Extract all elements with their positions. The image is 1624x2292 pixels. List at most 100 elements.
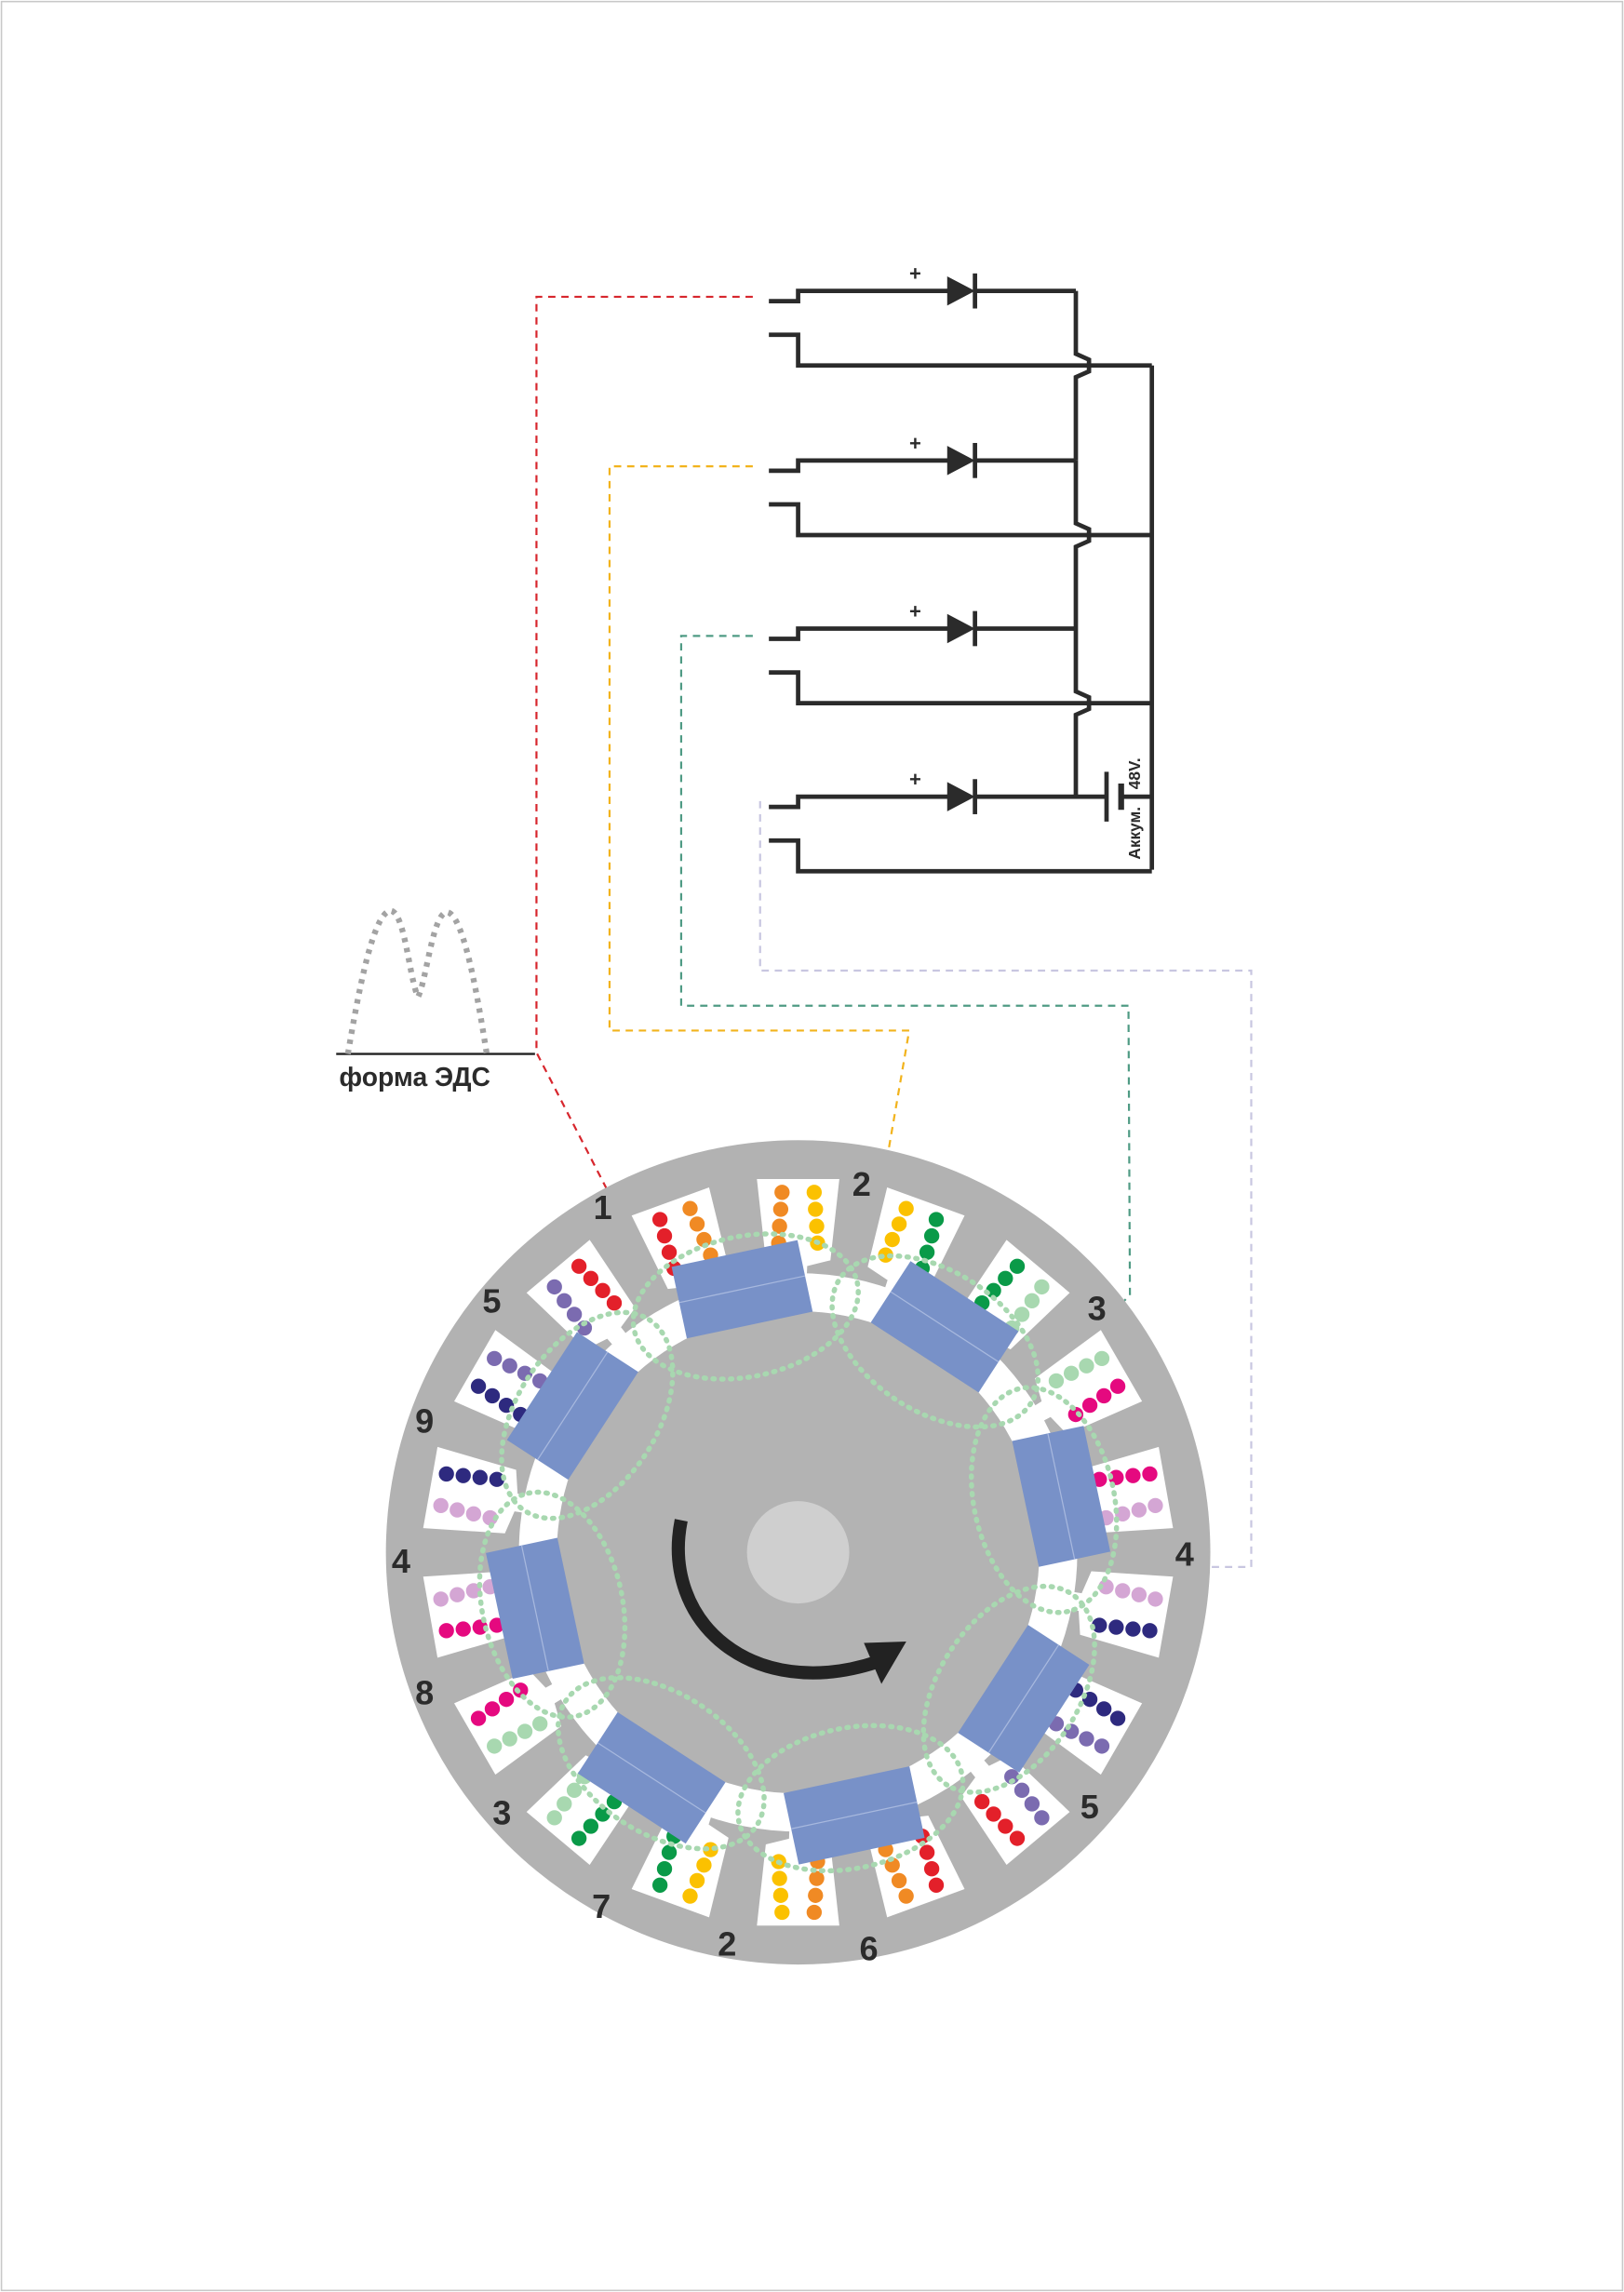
flux-path (630, 1231, 861, 1382)
diode-plus-label: + (909, 262, 921, 286)
coil-conductor (682, 1200, 698, 1216)
coil-conductor (455, 1621, 471, 1637)
phase-return-wire (769, 332, 1152, 369)
coil-conductor (595, 1282, 611, 1299)
phase-input-wire (769, 288, 1077, 304)
coil-conductor (923, 1861, 940, 1877)
coil-conductor (595, 1806, 611, 1822)
coil-conductor (1115, 1583, 1131, 1599)
magnet-split-line (791, 1801, 918, 1830)
coil-conductor (438, 1466, 454, 1482)
coil-conductor (517, 1723, 533, 1739)
coil-conductor (487, 1738, 503, 1754)
rotor-hub (746, 1501, 850, 1604)
diode-icon (946, 446, 975, 476)
coil-conductor (928, 1212, 945, 1227)
flux-path (829, 1253, 1041, 1430)
coil-conductor (1081, 1397, 1098, 1414)
wire-phase-lavender (758, 800, 1253, 1735)
coil-conductor (1067, 1406, 1084, 1423)
coil-conductor (470, 1378, 487, 1394)
magnet-split-line (987, 1644, 1060, 1753)
diode-plus-label: + (909, 432, 921, 455)
coil-conductor (891, 1216, 907, 1232)
coil-conductor (566, 1782, 583, 1799)
coil-conductor (923, 1227, 940, 1244)
phase-input-wire (769, 458, 1077, 474)
coil-conductor (1125, 1621, 1141, 1637)
coil-conductor (884, 1231, 900, 1248)
flux-path (499, 1309, 676, 1521)
coil-conductor (1024, 1293, 1040, 1308)
coil-conductor (1125, 1468, 1141, 1483)
tooth-number-label: 9 (415, 1401, 434, 1440)
coil-conductor (484, 1701, 501, 1717)
emf-curve (344, 907, 490, 1055)
rotor-magnet (671, 1240, 813, 1339)
magnet-split-line (678, 1275, 806, 1304)
diode-plus-label: + (909, 768, 921, 791)
coil-conductor (772, 1887, 789, 1903)
coil-conductor (1109, 1710, 1126, 1726)
coil-conductor (806, 1904, 823, 1921)
phase-input-wire (769, 626, 1077, 641)
flux-path (735, 1722, 966, 1874)
coil-conductor (498, 1691, 515, 1708)
coil-conductor (808, 1201, 824, 1217)
coil-conductor (774, 1904, 790, 1921)
tooth-number-label: 3 (1088, 1289, 1107, 1327)
coil-conductor (502, 1358, 517, 1374)
coil-conductor (656, 1861, 673, 1877)
flux-path (476, 1489, 628, 1720)
coil-conductor (1131, 1502, 1148, 1518)
coil-conductor (438, 1623, 454, 1639)
stator-slot (454, 1670, 568, 1776)
coil-conductor (1108, 1619, 1124, 1635)
stator-slot (960, 1754, 1070, 1865)
tooth-number-label: 4 (392, 1542, 410, 1580)
coil-conductor (772, 1870, 787, 1886)
phase-return-wire (769, 502, 1152, 538)
wire-phase-yellow (608, 465, 955, 1559)
coil-conductor (806, 1185, 823, 1200)
coil-conductor (1034, 1810, 1050, 1826)
coil-conductor (651, 1877, 668, 1893)
rotor-magnet (1012, 1426, 1111, 1567)
coil-conductor (1063, 1365, 1080, 1381)
coil-conductor (898, 1200, 914, 1216)
coil-conductor (1131, 1587, 1148, 1602)
coil-conductor (986, 1282, 1001, 1299)
coil-conductor (689, 1872, 705, 1889)
coil-conductor (891, 1872, 907, 1889)
coil-conductor (689, 1216, 705, 1232)
coil-conductor (809, 1218, 825, 1234)
emf-label: форма ЭДС (339, 1062, 490, 1092)
coil-conductor (1095, 1701, 1112, 1717)
phase-return-wire (769, 670, 1152, 705)
magnet-split-line (1047, 1433, 1076, 1560)
coil-conductor (482, 1509, 498, 1526)
coil-conductor (696, 1857, 712, 1873)
coil-conductor (557, 1796, 572, 1812)
magnet-split-line (520, 1545, 549, 1672)
coil-conductor (470, 1710, 487, 1726)
coil-conductor (1098, 1579, 1114, 1595)
tooth-number-label: 2 (852, 1165, 871, 1203)
coil-conductor (1095, 1387, 1112, 1404)
coil-conductor (919, 1244, 935, 1260)
rotor-magnet (783, 1766, 925, 1865)
coil-conductor (1004, 1769, 1020, 1785)
coil-conductor (1079, 1358, 1094, 1374)
coil-conductor (1009, 1830, 1026, 1846)
coil-conductor (808, 1887, 824, 1903)
coil-conductor (566, 1307, 583, 1322)
magnet-split-line (537, 1351, 609, 1461)
coil-conductor (1013, 1782, 1030, 1799)
coil-conductor (661, 1244, 678, 1260)
stator-slot (1028, 1330, 1143, 1435)
tooth-number-label: 4 (1175, 1535, 1194, 1573)
coil-conductor (465, 1506, 482, 1522)
tooth-number-label: 8 (415, 1673, 434, 1711)
tooth-number-label: 5 (1080, 1788, 1099, 1826)
